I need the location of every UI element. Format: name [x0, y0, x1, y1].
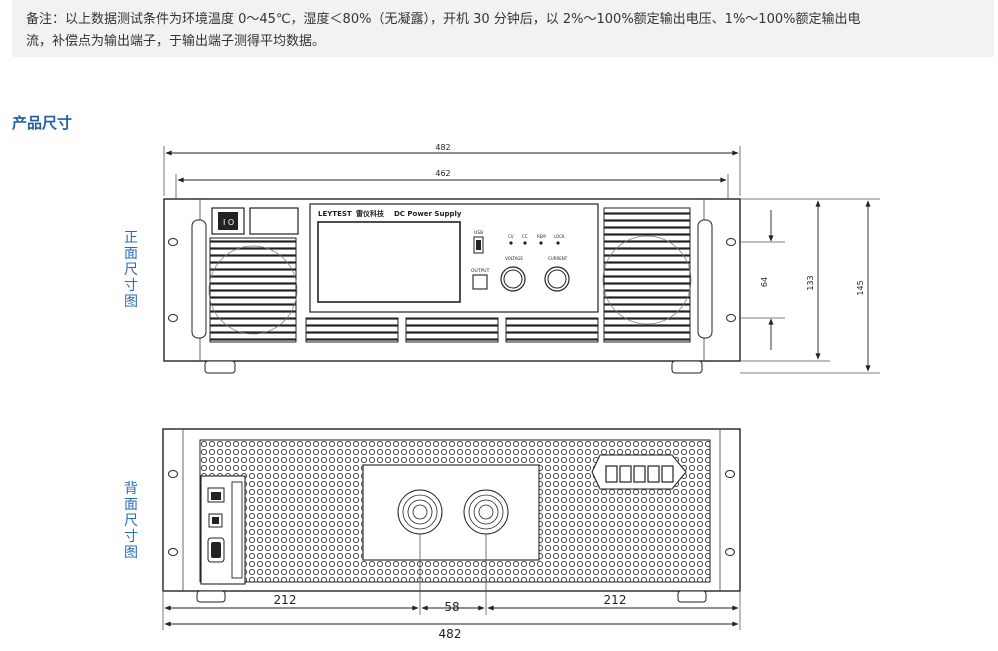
back-rack-hole	[168, 470, 178, 478]
fan-plate	[362, 464, 540, 561]
svg-text:I O: I O	[223, 218, 234, 227]
back-view-label: 背面尺寸图	[124, 481, 138, 561]
front-rack-hole	[168, 314, 178, 322]
indicator-cc: CC	[522, 234, 528, 239]
front-handle-left	[191, 219, 207, 339]
indicator-leds: CV CC REM LOCK	[508, 234, 565, 245]
dim-58-label: 58	[444, 600, 459, 614]
front-vent-bottom	[305, 317, 399, 343]
voltage-knob	[500, 266, 526, 292]
back-foot	[196, 590, 226, 603]
indicator-cv: CV	[508, 234, 514, 239]
front-dim-133: 133	[740, 198, 830, 362]
note-line-2: 流，补偿点为输出端子，于输出端子测得平均数据。	[26, 34, 326, 49]
front-rack-hole	[168, 238, 178, 246]
indicator-lock: LOCK	[554, 234, 565, 239]
dim-133-label: 133	[806, 275, 815, 290]
front-dim-145: 145	[740, 198, 880, 374]
back-rack-hole	[725, 548, 735, 556]
lcd-screen	[317, 221, 461, 303]
front-blank-plate	[249, 207, 299, 235]
front-handle-right	[697, 219, 713, 339]
output-button	[472, 274, 488, 290]
note-line-1: 备注：以上数据测试条件为环境温度 0～45℃，湿度＜80%（无凝露），开机 30…	[26, 12, 861, 27]
front-rack-hole	[726, 238, 736, 246]
dim-64-label: 64	[760, 277, 769, 287]
note-box: 备注：以上数据测试条件为环境温度 0～45℃，湿度＜80%（无凝露），开机 30…	[12, 0, 994, 57]
front-view-label: 正面尺寸图	[124, 230, 138, 310]
dim-482-label: 482	[435, 143, 450, 152]
output-label: OUTPUT	[471, 268, 490, 274]
dim-212-left-label: 212	[274, 593, 297, 607]
front-view: 482 462 I O	[163, 143, 880, 374]
section-title: 产品尺寸	[12, 114, 73, 132]
dim-145-label: 145	[856, 280, 865, 295]
dim-212-right-label: 212	[604, 593, 627, 607]
current-knob	[544, 266, 570, 292]
back-dim-212-right: 212	[487, 593, 739, 611]
back-rack-hole	[168, 548, 178, 556]
dim-462-label: 462	[435, 169, 450, 178]
front-rack-hole	[726, 314, 736, 322]
back-rack-hole	[725, 470, 735, 478]
power-switch	[218, 212, 238, 230]
front-vent-right	[603, 207, 691, 343]
current-knob-label: CURRENT	[548, 256, 568, 261]
dim-482-back-label: 482	[439, 627, 462, 641]
back-dim-212-left: 212	[164, 593, 419, 611]
front-vent-bottom	[505, 317, 599, 343]
usb-label: USB	[474, 230, 483, 236]
brand-cn: 雷仪科技	[356, 209, 385, 218]
voltage-knob-label: VOLTAGE	[505, 256, 523, 261]
back-fan-left	[397, 489, 443, 535]
output-terminal-block	[591, 454, 687, 490]
product-name: DC Power Supply	[394, 210, 462, 218]
brand-logo: LEYTEST	[318, 210, 352, 218]
front-foot	[204, 360, 236, 374]
back-foot	[677, 590, 707, 603]
back-dim-482: 482	[164, 621, 739, 641]
front-foot	[671, 360, 703, 374]
back-view: 212 58 212 482	[162, 428, 741, 641]
interface-card-connector	[231, 481, 243, 579]
indicator-rem: REM	[537, 234, 546, 239]
front-dim-64: 64	[740, 210, 785, 350]
front-vent-bottom	[405, 317, 499, 343]
front-dim-482: 482	[163, 143, 741, 196]
front-vent-left	[209, 237, 297, 343]
back-fan-right	[463, 489, 509, 535]
back-dim-58: 58	[421, 600, 485, 614]
